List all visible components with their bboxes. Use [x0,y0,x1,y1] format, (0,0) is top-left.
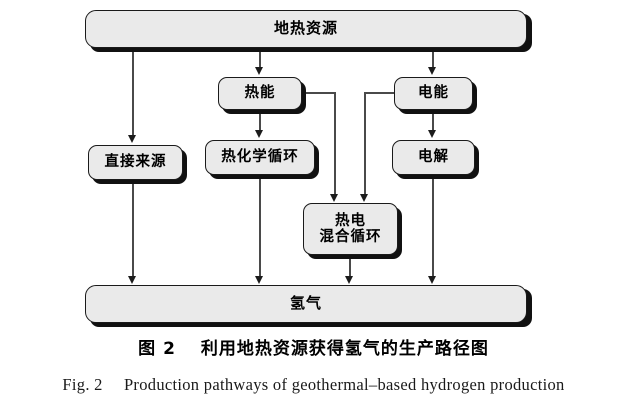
edge-electric-hybrid-h [364,92,396,94]
node-direct-source[interactable]: 直接来源 [88,145,183,180]
edge-geothermal-electric [432,48,434,69]
arrowhead-thermal-thermochem [255,130,263,138]
node-hybrid-cycle-label-line1: 热电 [335,212,366,229]
node-geothermal-resources[interactable]: 地热资源 [85,10,527,48]
arrowhead-electrolysis-hydrogen [428,276,436,284]
node-electrolysis[interactable]: 电解 [392,140,475,175]
node-hybrid-cycle-label-line2: 混合循环 [319,229,382,245]
edge-electric-hybrid-v [364,92,366,197]
arrowhead-geothermal-thermal [255,67,263,75]
node-thermochemical-cycle-label: 热化学循环 [221,149,299,166]
node-thermal-energy[interactable]: 热能 [218,77,302,110]
edge-direct-hydrogen [132,180,134,278]
node-electric-energy[interactable]: 电能 [394,77,473,110]
arrowhead-electric-electrolysis [428,130,436,138]
arrowhead-thermal-hybrid [330,194,338,202]
edge-geothermal-thermal [259,48,261,69]
arrowhead-hybrid-hydrogen [345,276,353,284]
node-electrolysis-label: 电解 [418,149,449,166]
arrowhead-direct-hydrogen [128,276,136,284]
node-hybrid-cycle[interactable]: 热电 混合循环 [303,203,398,255]
edge-thermochem-hydrogen [259,177,261,278]
arrowhead-geothermal-electric [428,67,436,75]
arrowhead-electric-hybrid [360,194,368,202]
flow-diagram: 地热资源 直接来源 热能 热化学循环 电能 电解 热电 混合循环 氢气 [85,10,532,327]
edge-electrolysis-hydrogen [432,177,434,278]
edge-thermal-hybrid-v [334,92,336,197]
edge-thermal-thermochem [259,112,261,133]
edge-geothermal-direct [132,48,134,137]
node-geothermal-resources-label: 地热资源 [273,19,338,37]
node-direct-source-label: 直接来源 [104,154,167,171]
node-thermal-energy-label: 热能 [244,85,276,102]
edge-hybrid-hydrogen [349,258,351,278]
arrowhead-thermochem-hydrogen [255,276,263,284]
arrowhead-geothermal-direct [128,135,136,143]
edge-electric-electrolysis [432,112,434,133]
node-hydrogen-label: 氢气 [289,294,322,312]
edge-thermal-hybrid-h [300,92,336,94]
figure-caption-chinese: 图 2 利用地热资源获得氢气的生产路径图 [138,339,489,359]
node-thermochemical-cycle[interactable]: 热化学循环 [205,140,315,175]
node-hydrogen[interactable]: 氢气 [85,285,527,323]
figure-caption-english: Fig. 2 Production pathways of geothermal… [62,375,565,394]
node-electric-energy-label: 电能 [418,85,449,102]
